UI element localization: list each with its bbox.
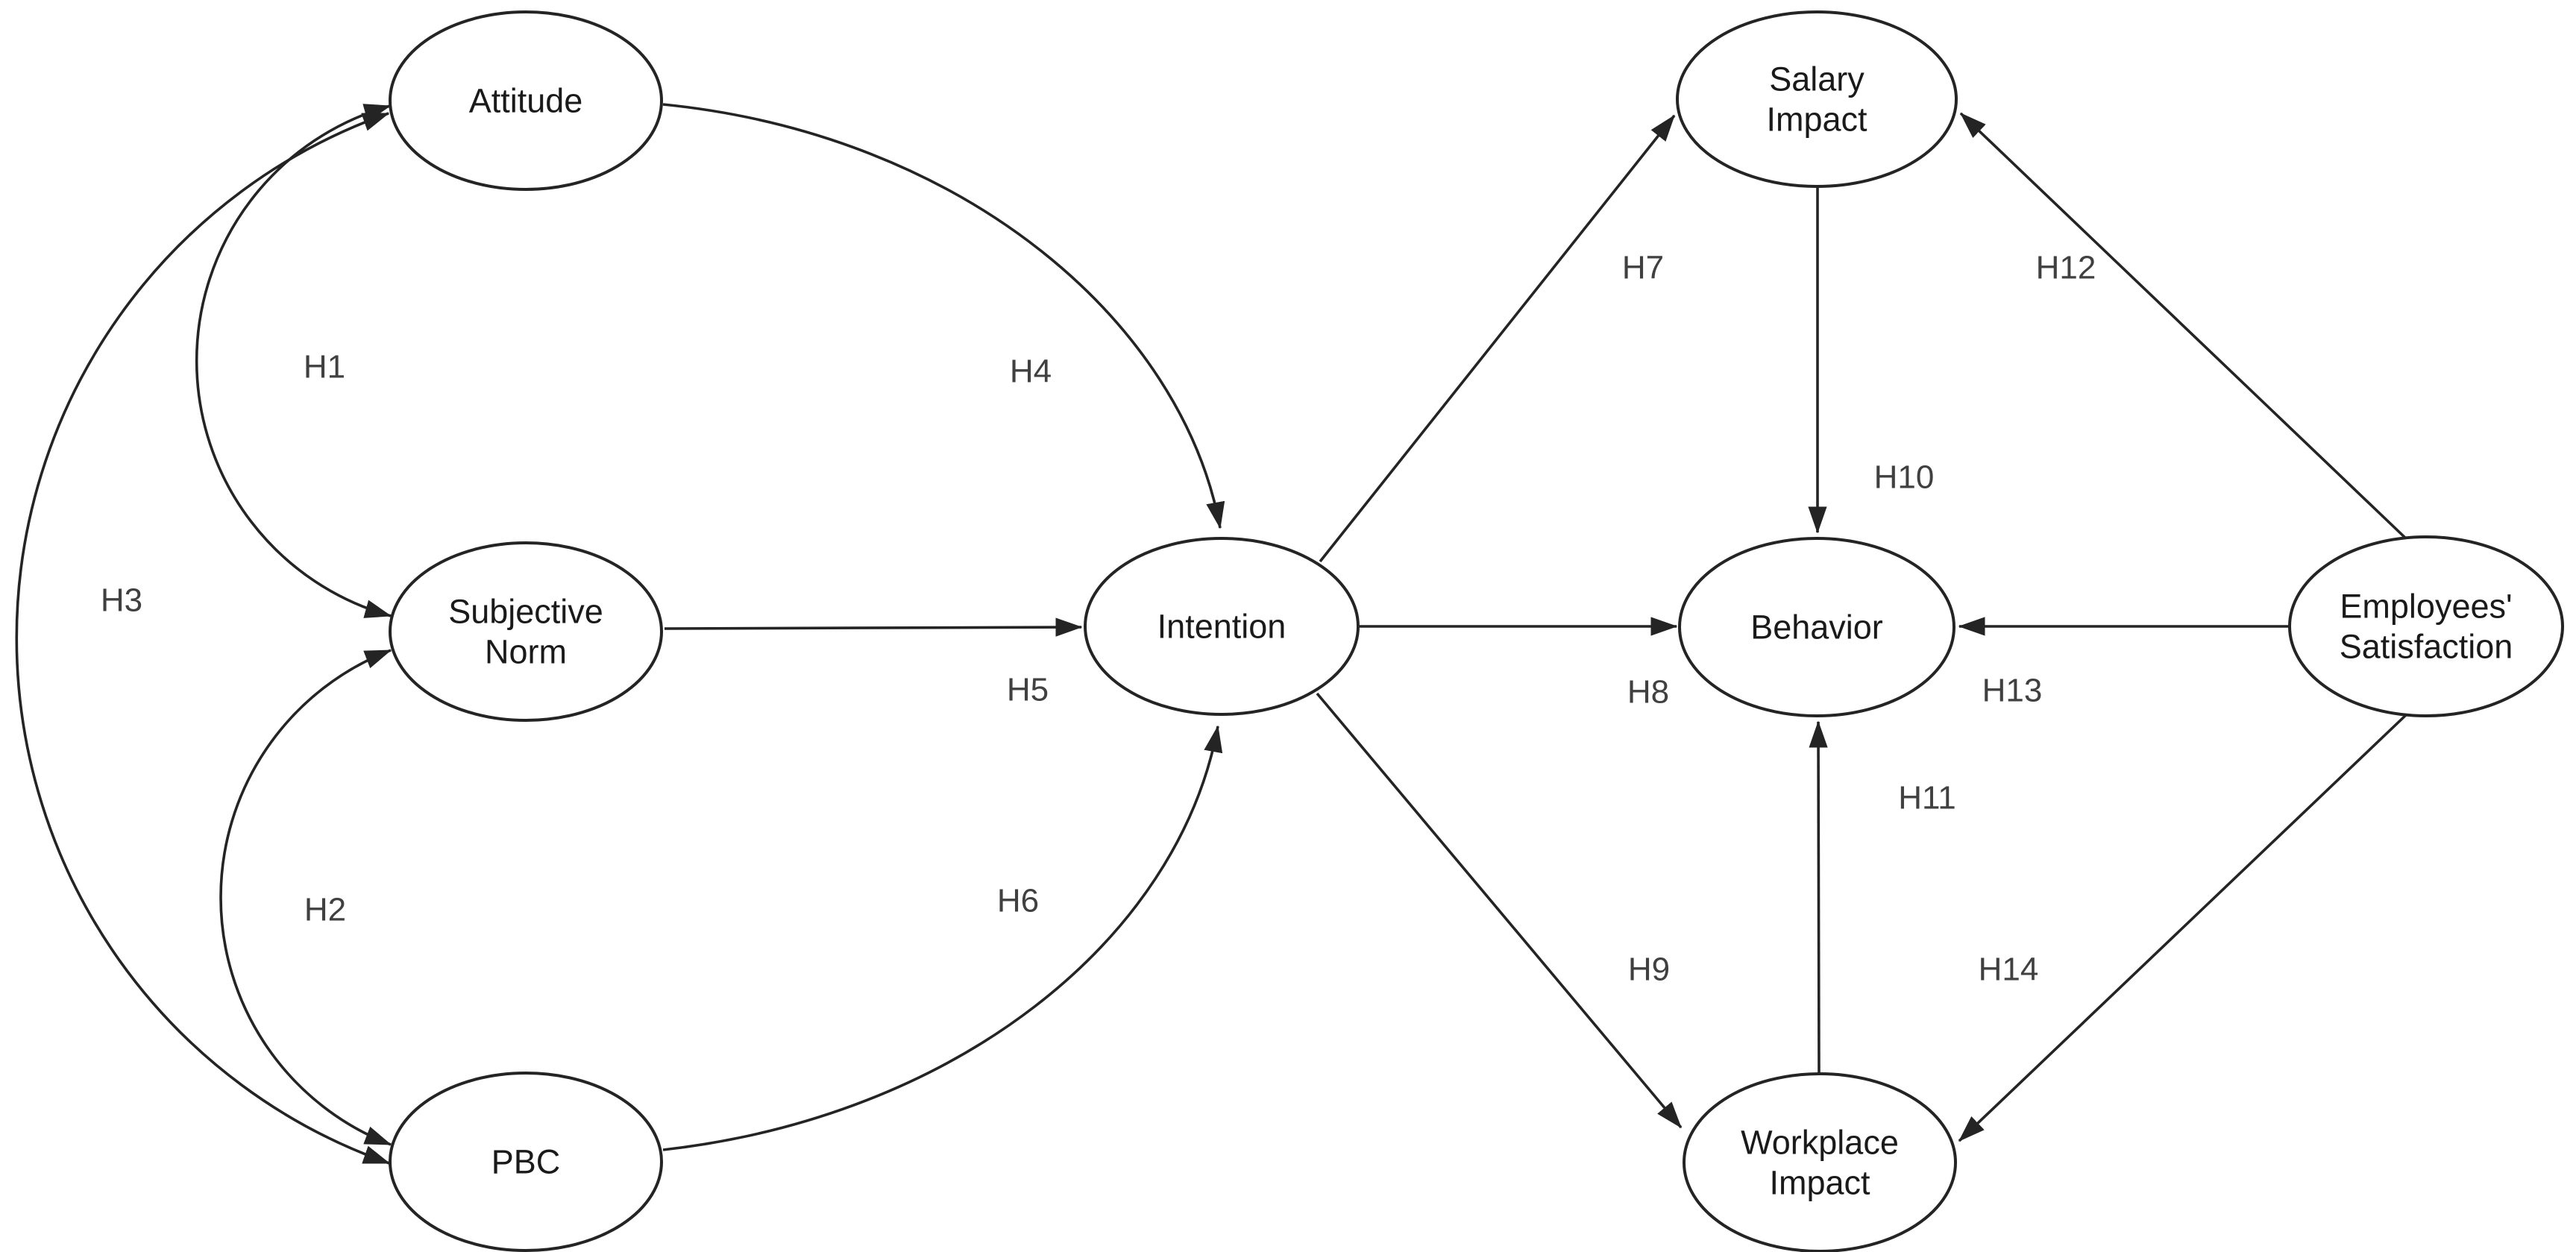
edge-label-h4: H4 — [1010, 353, 1052, 390]
edge-label-h12: H12 — [2036, 250, 2096, 286]
edge-h9-directed — [1316, 692, 1683, 1129]
edge-label-h10: H10 — [1874, 459, 1935, 496]
node-label-line: Impact — [1769, 1164, 1870, 1202]
edges-layer — [15, 103, 2409, 1165]
node-attitude — [389, 10, 663, 191]
node-intention — [1084, 537, 1360, 716]
node-label-line: Employees' — [2340, 588, 2512, 626]
edge-h2-correlation — [219, 649, 392, 1146]
node-label-line: Subjective — [448, 593, 603, 631]
edge-label-h9: H9 — [1628, 951, 1670, 988]
node-behavior — [1678, 537, 1955, 717]
node-label-line: Workplace — [1741, 1124, 1899, 1162]
edge-label-h8: H8 — [1627, 674, 1669, 711]
node-workplace-impact — [1683, 1072, 1957, 1252]
node-employees-satisfaction — [2288, 535, 2564, 717]
node-salary-impact — [1676, 10, 1958, 188]
edge-h1-correlation — [195, 104, 392, 618]
node-label-line: Attitude — [469, 82, 583, 120]
edge-label-h6: H6 — [997, 883, 1039, 919]
edge-label-h1: H1 — [304, 349, 345, 386]
node-pbc — [389, 1072, 663, 1252]
edge-h14-directed — [1958, 712, 2409, 1142]
node-label-employees-satisfaction: Employees'Satisfaction — [2340, 588, 2513, 666]
node-label-line: Satisfaction — [2340, 628, 2513, 666]
edge-label-h14: H14 — [1979, 951, 2039, 988]
edge-h6-directed — [662, 725, 1223, 1151]
edge-label-h11: H11 — [1898, 780, 1955, 817]
node-label-line: Intention — [1157, 608, 1287, 646]
node-label-line: Norm — [485, 633, 567, 671]
edge-label-h7: H7 — [1622, 250, 1664, 286]
edge-h12-directed — [1959, 112, 2409, 541]
edge-h4-directed — [662, 103, 1225, 529]
node-label-line: PBC — [491, 1143, 561, 1181]
node-label-intention: Intention — [1157, 608, 1287, 646]
node-subjective-norm — [389, 541, 663, 722]
edge-label-h5: H5 — [1007, 672, 1049, 708]
node-label-pbc: PBC — [491, 1143, 561, 1181]
edge-h5-directed — [664, 617, 1083, 637]
edge-h11-directed — [1809, 720, 1828, 1075]
edge-label-h13: H13 — [1982, 673, 2043, 709]
node-label-attitude: Attitude — [469, 82, 583, 120]
edge-label-h3: H3 — [101, 582, 142, 619]
edge-h3-correlation — [15, 112, 391, 1165]
edge-h7-directed — [1319, 114, 1676, 563]
edge-label-h2: H2 — [304, 892, 346, 928]
node-label-behavior: Behavior — [1750, 608, 1883, 647]
node-label-line: Behavior — [1750, 608, 1883, 647]
node-label-line: Salary — [1769, 60, 1865, 98]
node-label-line: Impact — [1766, 101, 1867, 139]
